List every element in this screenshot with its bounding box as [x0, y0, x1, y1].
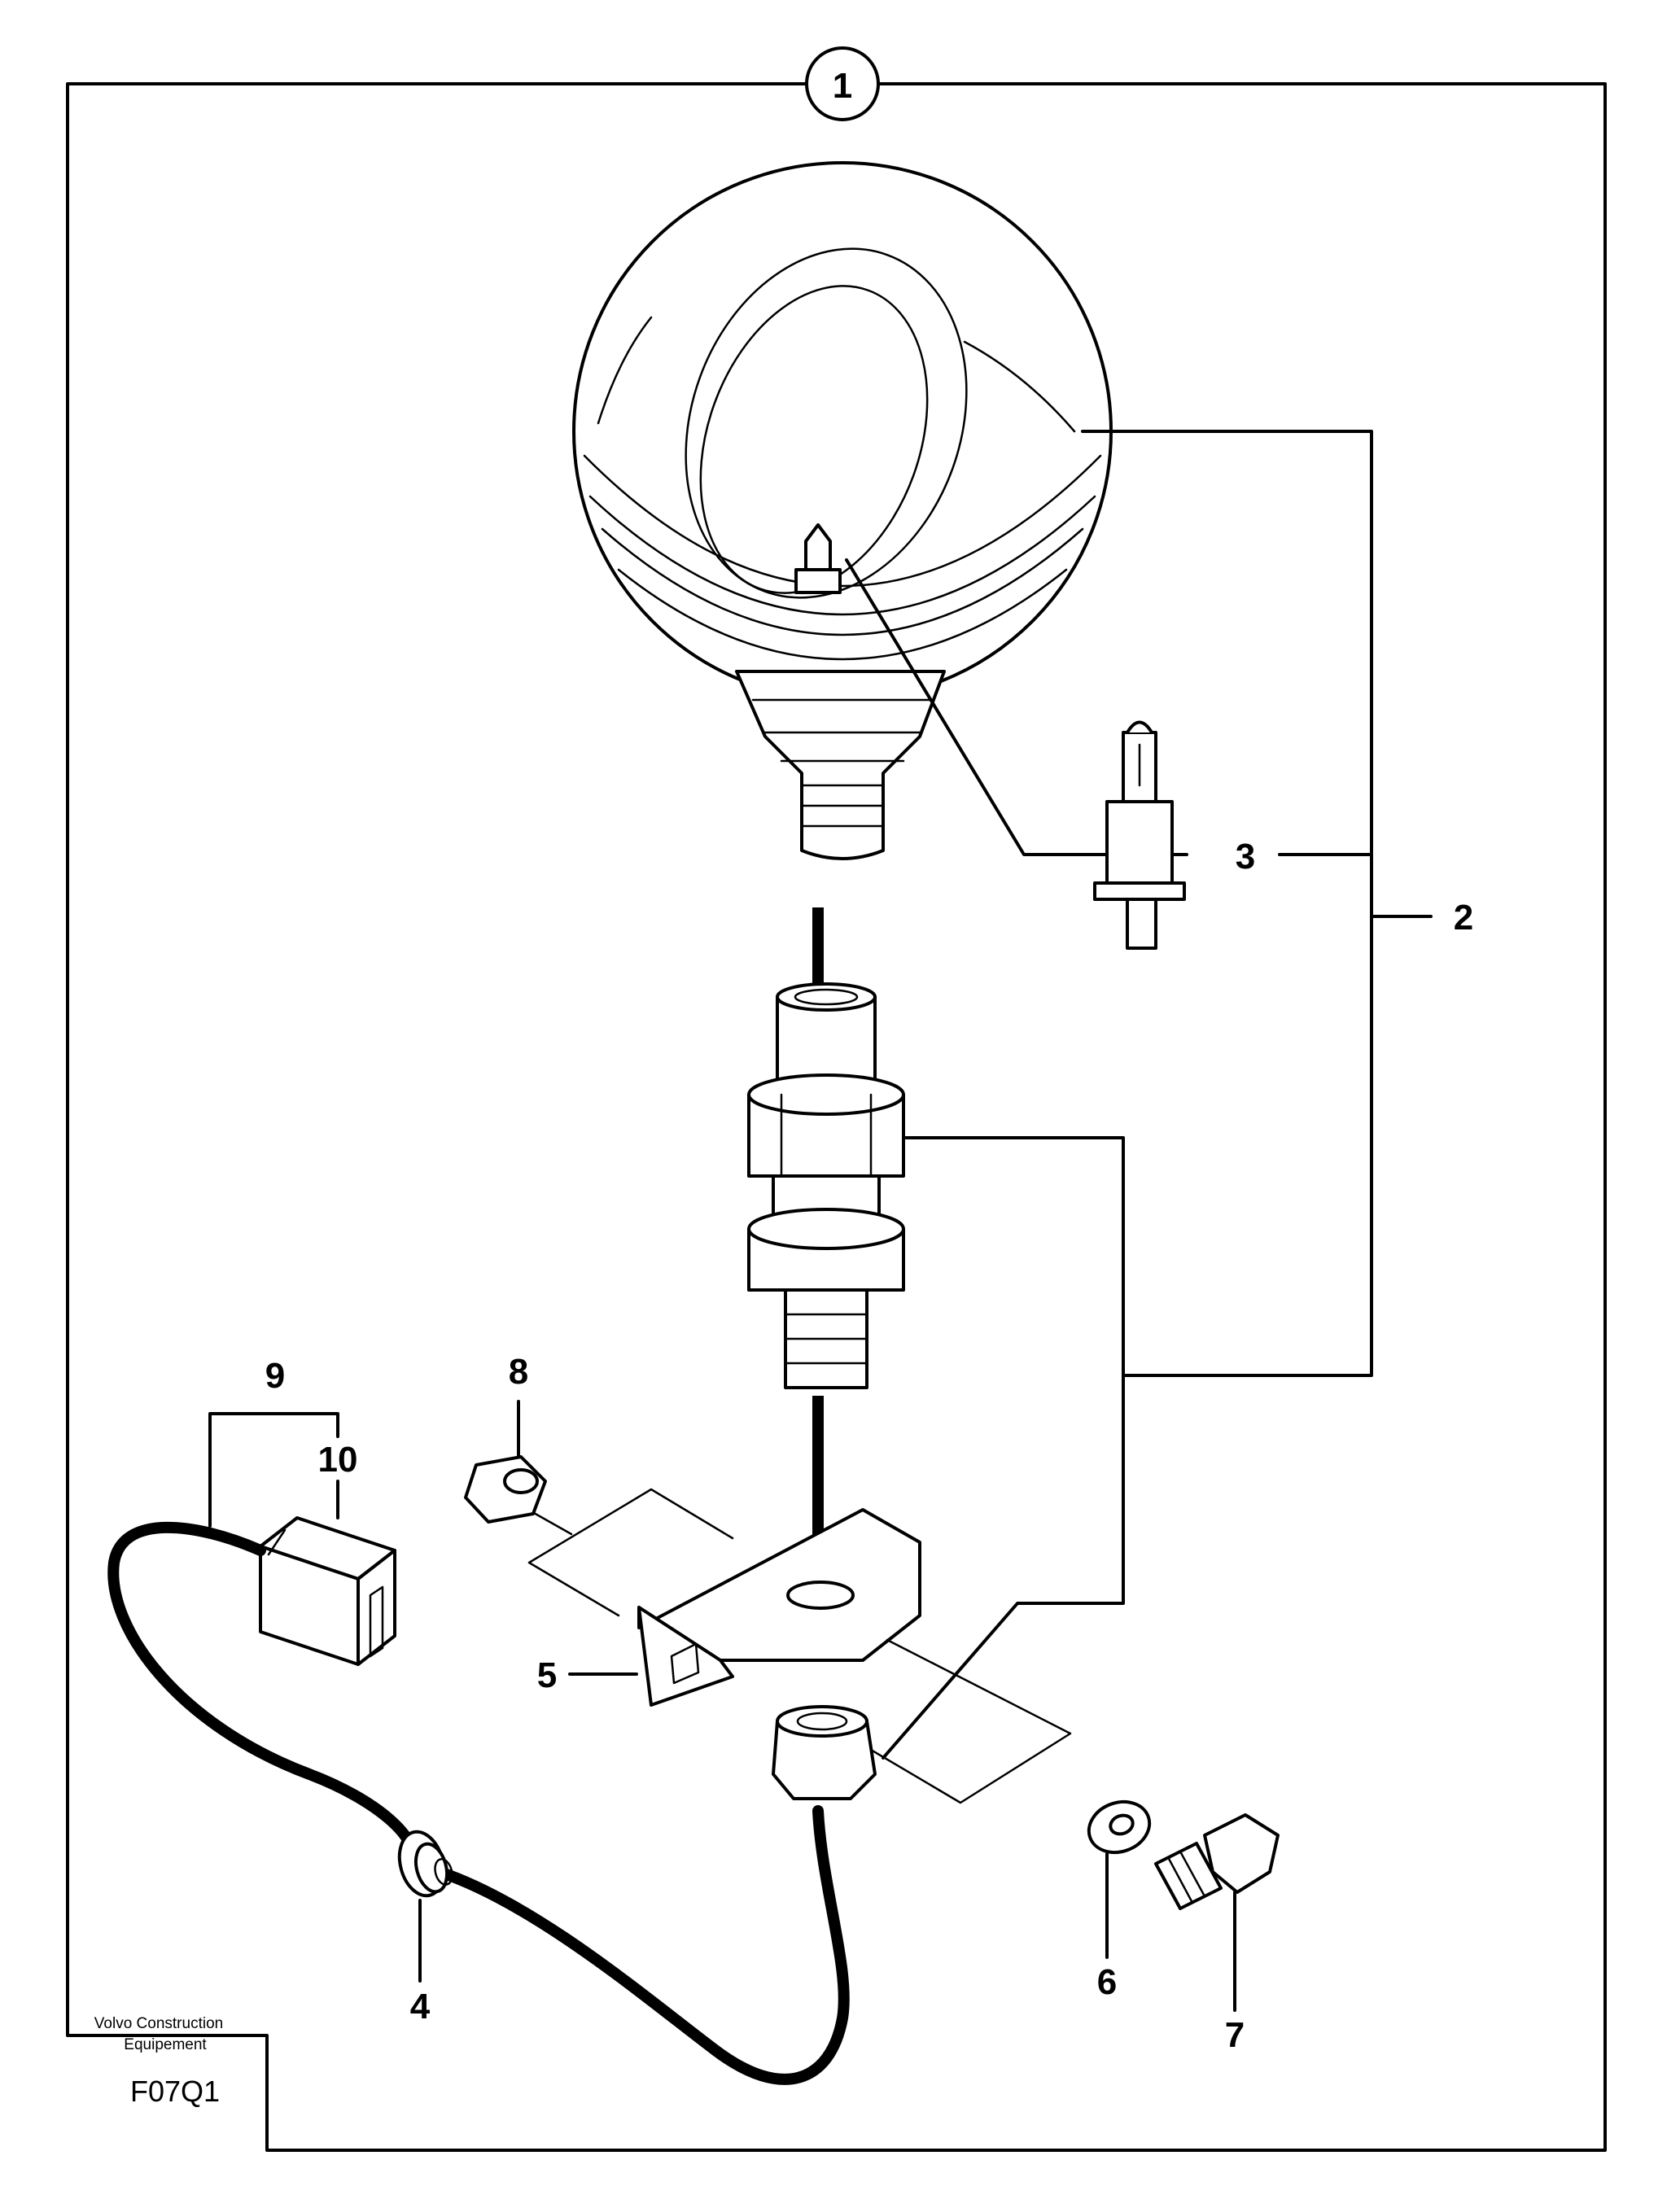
callout-8: 8 [509, 1352, 528, 1392]
grommet-4 [397, 1830, 453, 1898]
leader-post-group [882, 1136, 1125, 1760]
callout-10: 10 [318, 1440, 358, 1480]
callout-5: 5 [537, 1655, 557, 1695]
callout-4: 4 [410, 1987, 431, 2027]
assembly-frame [66, 82, 1607, 2152]
leader-3 [845, 558, 1107, 856]
halogen-bulb [1093, 720, 1186, 950]
leader-9-bracket [208, 1412, 339, 1528]
figure-code: F07Q1 [130, 2075, 220, 2108]
bracket-plane-upper [527, 1488, 734, 1617]
callout-9: 9 [265, 1356, 285, 1396]
callout-2: 2 [1454, 898, 1473, 938]
callout-3: 3 [1236, 837, 1255, 877]
beacon-globe [572, 161, 1113, 702]
brand-line-2: Equipement [124, 2036, 207, 2053]
callout-1: 1 [833, 66, 852, 106]
beacon-neck [735, 670, 946, 860]
bracket-plane-lower [869, 1638, 1072, 1804]
mounting-post [747, 982, 905, 1389]
cable-lower [434, 1805, 850, 2085]
callout-6: 6 [1097, 1962, 1117, 2002]
mounting-bracket [637, 1508, 921, 1707]
nut-8 [464, 1455, 547, 1524]
callout-1-circle [805, 46, 880, 121]
callout-7: 7 [1225, 2015, 1245, 2055]
brand-line-1: Volvo Construction [94, 2015, 223, 2032]
connector-plug [259, 1516, 396, 1666]
lower-nut [772, 1705, 877, 1800]
washer-6 [1087, 1799, 1152, 1855]
leader-bracket-2 [1081, 430, 1373, 1377]
cable [107, 1521, 419, 1869]
bolt-7 [1154, 1813, 1280, 1910]
